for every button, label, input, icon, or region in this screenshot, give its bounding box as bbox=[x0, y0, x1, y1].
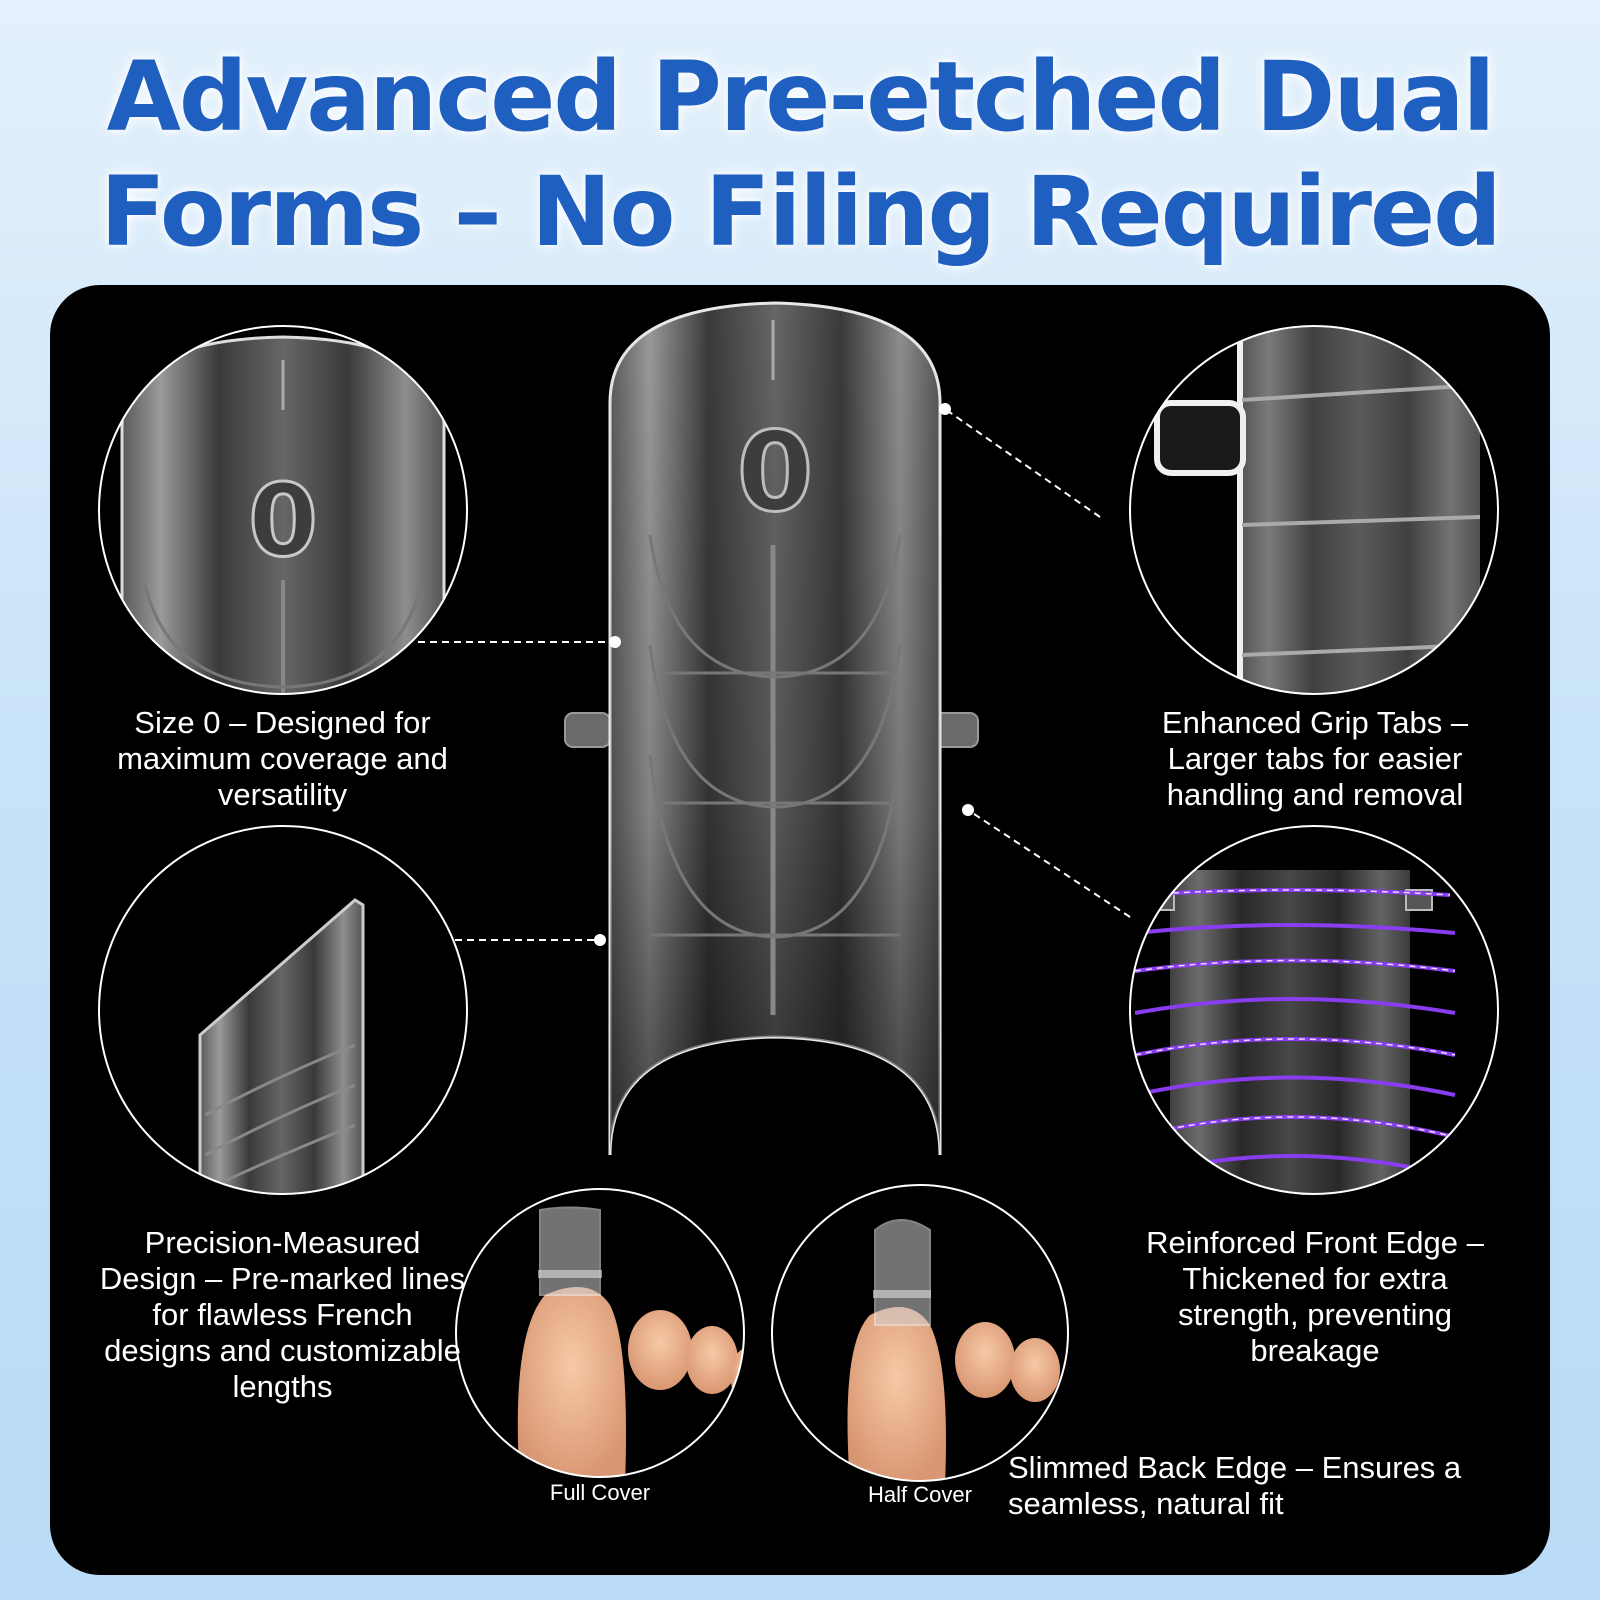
grip-tab-closeup bbox=[1129, 325, 1499, 695]
full-cover-toe-image bbox=[455, 1188, 745, 1478]
grip-caption: Enhanced Grip Tabs – Larger tabs for eas… bbox=[1161, 705, 1469, 812]
reinforced-caption: Reinforced Front Edge – Thickened for ex… bbox=[1146, 1225, 1484, 1368]
slimmed-caption: Slimmed Back Edge – Ensures a seamless, … bbox=[1008, 1450, 1462, 1521]
left-grip-tab bbox=[564, 712, 611, 748]
half-cover-label: Half Cover bbox=[868, 1482, 972, 1507]
title-line-2: Forms – No Filing Required bbox=[100, 156, 1502, 268]
size-mark: 0 bbox=[737, 408, 814, 536]
product-illustration: 0 0 bbox=[98, 301, 1499, 1482]
closeup-size-mark: 0 bbox=[248, 462, 318, 579]
central-nail-form: 0 bbox=[564, 301, 979, 1156]
reinforced-edge-closeup bbox=[1129, 825, 1499, 1195]
feature-panel: 0 0 bbox=[50, 285, 1550, 1575]
connector-lines bbox=[418, 403, 1131, 946]
page-title: Advanced Pre-etched Dual Forms – No Fili… bbox=[0, 40, 1600, 270]
full-cover-label: Full Cover bbox=[549, 1480, 651, 1505]
half-cover-toe-image bbox=[771, 1184, 1069, 1482]
precision-side-closeup bbox=[98, 825, 468, 1195]
size-zero-closeup: 0 bbox=[98, 325, 468, 695]
precision-caption: Precision-Measured Design – Pre-marked l… bbox=[99, 1225, 466, 1404]
size-caption: Size 0 – Designed for maximum coverage a… bbox=[117, 705, 448, 812]
title-line-1: Advanced Pre-etched Dual bbox=[106, 41, 1496, 153]
